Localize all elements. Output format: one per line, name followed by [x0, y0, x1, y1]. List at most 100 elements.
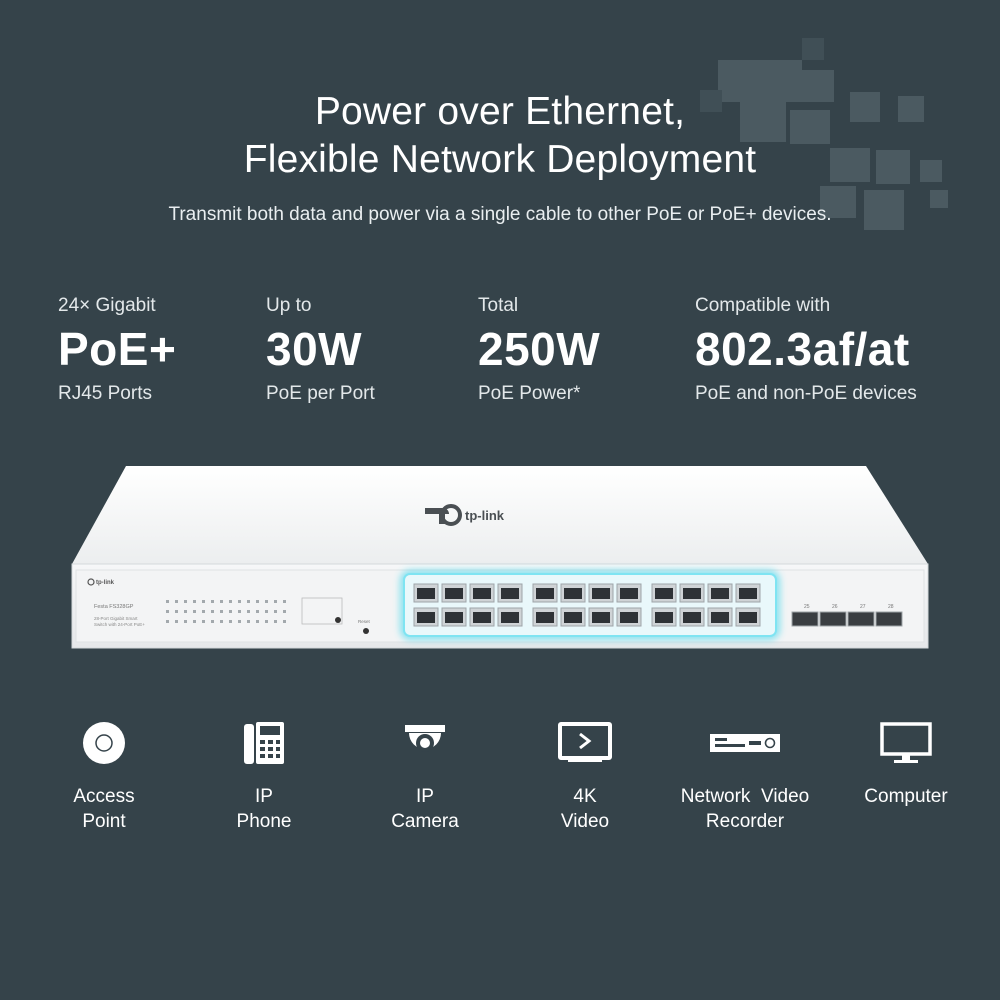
rj45-port-socket [739, 588, 757, 599]
rj45-port-socket [655, 612, 673, 623]
sfp-port [791, 611, 819, 627]
spec-big-text: 802.3af/at [695, 323, 910, 375]
computer-icon [826, 718, 986, 768]
device-computer: Computer [826, 718, 986, 809]
poe-switch-illustration: tp-link tp-link Festa FS328GP 28-Port Gi… [70, 466, 930, 652]
spec-per-port-power: Up to 30W PoE per Port [266, 295, 375, 405]
ip-camera-icon [345, 718, 505, 768]
spec-big-text: 250W [478, 323, 601, 375]
status-led [220, 620, 223, 623]
status-led [184, 620, 187, 623]
spec-top-text: Total [478, 295, 519, 316]
device-label-line1: 4K [573, 786, 597, 807]
switch-top-logo: tp-link [425, 504, 505, 526]
switch-brand-front: tp-link [96, 580, 115, 586]
spec-top-text: Compatible with [695, 295, 831, 316]
device-label-line2: Camera [391, 811, 459, 832]
device-label-line2: Recorder [705, 811, 785, 832]
status-led [166, 600, 169, 603]
sfp-port [847, 611, 875, 627]
access-point-icon [24, 718, 184, 768]
status-led [256, 620, 259, 623]
status-led [184, 610, 187, 613]
device-label-line2: Phone [236, 811, 292, 832]
status-led [238, 600, 241, 603]
spec-big-text: PoE+ [58, 323, 177, 375]
rj45-port-socket [683, 588, 701, 599]
rj45-port-socket [564, 612, 582, 623]
status-led [238, 610, 241, 613]
status-led [229, 600, 232, 603]
rj45-port-socket [536, 588, 554, 599]
status-led [247, 610, 250, 613]
rj45-port-socket [620, 588, 638, 599]
device-label-line2: Point [82, 811, 126, 832]
mode-button [335, 617, 341, 623]
status-led [283, 610, 286, 613]
status-led [274, 620, 277, 623]
status-led [247, 620, 250, 623]
device-access-point: Access Point [24, 718, 184, 834]
device-ip-camera: IP Camera [345, 718, 505, 834]
status-led [211, 620, 214, 623]
sfp-label-27: 27 [860, 604, 866, 610]
rj45-port-socket [501, 612, 519, 623]
status-led [211, 600, 214, 603]
status-led [256, 610, 259, 613]
decorative-pixel-pattern [700, 38, 948, 230]
spec-bottom-text: PoE per Port [266, 383, 375, 404]
spec-top-text: 24× Gigabit [58, 295, 156, 316]
sfp-label-25: 25 [804, 604, 810, 610]
status-led [220, 600, 223, 603]
rj45-port-socket [711, 588, 729, 599]
status-led [193, 610, 196, 613]
status-led [283, 600, 286, 603]
video-icon [505, 718, 665, 768]
status-led [256, 600, 259, 603]
status-led [229, 610, 232, 613]
status-led [229, 620, 232, 623]
device-label-line1: Network Video [680, 786, 810, 807]
rj45-port-socket [417, 588, 435, 599]
device-ip-phone: IP Phone [184, 718, 344, 834]
spec-bottom-text: RJ45 Ports [58, 383, 152, 404]
status-led [202, 600, 205, 603]
switch-top-surface [72, 466, 928, 564]
switch-drawing: tp-link tp-link Festa FS328GP 28-Port Gi… [71, 466, 929, 649]
rj45-port-socket [683, 612, 701, 623]
device-network-video-recorder: Network Video Recorder [665, 718, 825, 834]
status-led [193, 620, 196, 623]
ip-phone-icon [184, 718, 344, 768]
status-led [175, 600, 178, 603]
sfp-port [819, 611, 847, 627]
status-led [247, 600, 250, 603]
status-led [193, 600, 196, 603]
status-led [283, 620, 286, 623]
spec-compatibility: Compatible with 802.3af/at PoE and non-P… [695, 295, 917, 405]
page-title: Power over Ethernet, Flexible Network De… [0, 88, 1000, 184]
rj45-port-socket [739, 612, 757, 623]
status-led [238, 620, 241, 623]
rj45-port-socket [592, 588, 610, 599]
status-led [220, 610, 223, 613]
status-led [265, 620, 268, 623]
nvr-icon [665, 718, 825, 768]
reset-label: Reset [358, 619, 371, 624]
status-led [202, 610, 205, 613]
status-led [211, 610, 214, 613]
device-label-line1: IP [416, 786, 434, 807]
status-led [166, 610, 169, 613]
rj45-port-socket [501, 588, 519, 599]
device-label-line1: Access [73, 786, 135, 807]
switch-description-1: 28-Port Gigabit Smart [94, 616, 138, 621]
spec-big-text: 30W [266, 323, 363, 375]
rj45-port-socket [592, 612, 610, 623]
switch-description-2: Switch with 24-Port PoE+ [94, 622, 145, 627]
sfp-label-28: 28 [888, 604, 894, 610]
status-led [265, 600, 268, 603]
spec-bottom-text: PoE and non-PoE devices [695, 383, 917, 404]
switch-model: Festa FS328GP [94, 604, 134, 610]
status-led [175, 610, 178, 613]
sfp-label-26: 26 [832, 604, 838, 610]
rj45-port-socket [445, 612, 463, 623]
